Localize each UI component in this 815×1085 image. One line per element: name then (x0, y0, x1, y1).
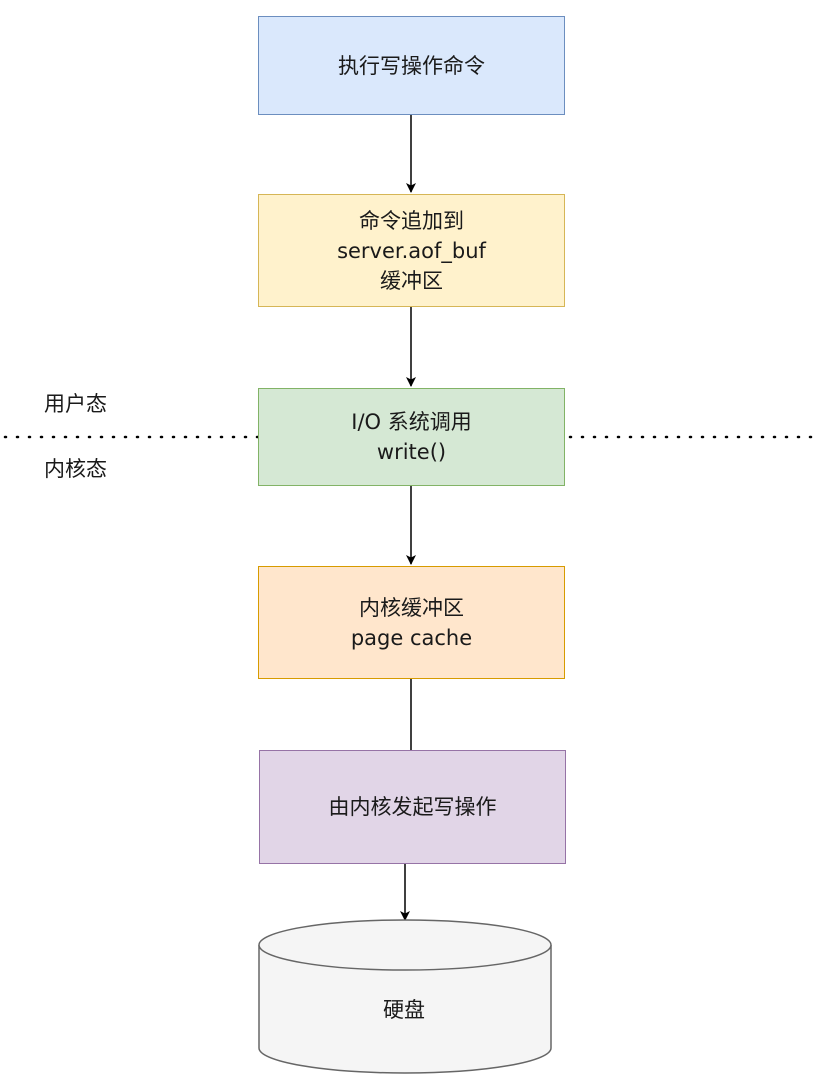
disk-label: 硬盘 (383, 998, 425, 1022)
step-4-label: 内核缓冲区 page cache (350, 595, 473, 650)
step-1-label: 执行写操作命令 (338, 53, 485, 78)
step-3-label: I/O 系统调用 write() (351, 410, 472, 464)
step-5-label: 由内核发起写操作 (328, 795, 497, 819)
step-execute-write-command: 执行写操作命令 (258, 16, 565, 115)
step-page-cache: 内核缓冲区 page cache (258, 566, 565, 679)
kernel-space-label: 内核态 (44, 457, 107, 481)
step-2-label: 命令追加到 server.aof_buf 缓冲区 (337, 208, 486, 293)
step-kernel-write: 由内核发起写操作 (259, 750, 566, 864)
step-append-to-aof-buf: 命令追加到 server.aof_buf 缓冲区 (258, 194, 565, 307)
user-space-label: 用户态 (44, 392, 107, 416)
disk-cylinder (258, 919, 552, 1074)
step-write-syscall: I/O 系统调用 write() (258, 388, 565, 486)
